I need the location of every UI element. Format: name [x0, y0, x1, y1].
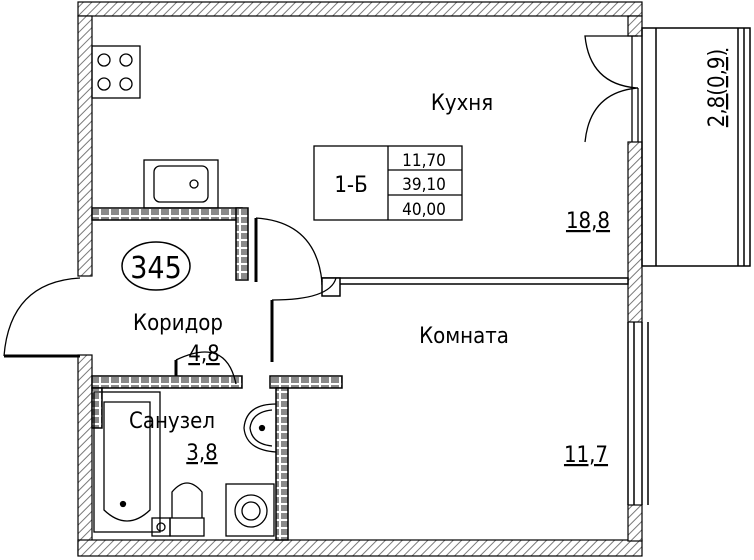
apartment-number: 345	[130, 251, 182, 286]
corridor-name: Коридор	[133, 311, 223, 336]
kitchen-name: Кухня	[431, 91, 493, 116]
apartment-type: 1-Б	[334, 173, 367, 198]
room-area: 11,7	[564, 443, 608, 468]
apartment-info-table	[313, 145, 463, 221]
bathroom-area: 3,8	[186, 441, 217, 466]
balcony-door	[584, 35, 639, 143]
bathroom-door	[174, 351, 237, 385]
toilet-icon	[151, 482, 205, 537]
washbasin-icon	[243, 403, 277, 453]
kitchen-sink-icon	[143, 159, 219, 209]
kitchen-door	[254, 217, 323, 283]
bathroom-name: Санузел	[129, 409, 215, 434]
room-door	[270, 277, 337, 362]
room-window	[627, 322, 649, 505]
entrance-door	[3, 277, 81, 358]
corridor-area: 4,8	[188, 342, 219, 367]
stove-icon	[91, 45, 141, 99]
apartment-number-circle	[121, 241, 191, 291]
room-name: Комната	[419, 324, 509, 349]
bathtub-icon	[93, 391, 161, 533]
washing-machine-icon	[225, 483, 275, 537]
kitchen-area: 18,8	[566, 209, 610, 234]
interior-walls	[91, 207, 629, 541]
balcony	[641, 27, 751, 267]
total-area-with-balcony: 40,00	[402, 200, 446, 220]
living-area: 11,70	[402, 151, 446, 171]
balcony-area: 2,8(0,9)	[705, 49, 730, 127]
total-area: 39,10	[402, 175, 446, 195]
exterior-walls	[77, 1, 643, 557]
